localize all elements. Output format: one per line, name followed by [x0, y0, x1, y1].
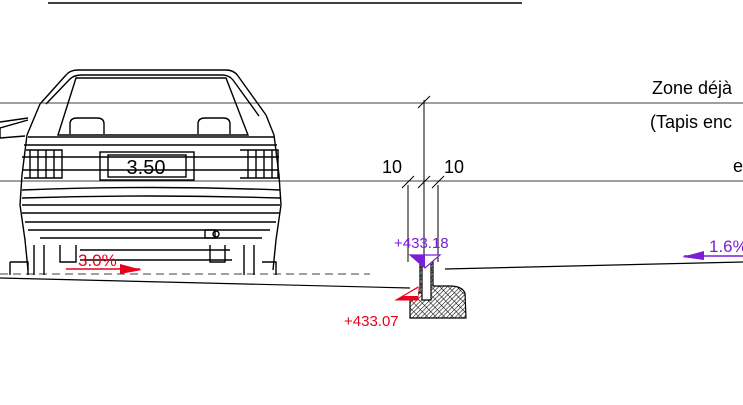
triangle-down-icon — [408, 254, 442, 269]
elevation-bottom-label: +433.07 — [344, 313, 399, 330]
license-plate-text: 3.50 — [127, 157, 166, 179]
car-rear-view-icon — [0, 69, 282, 275]
arrow-icon — [66, 264, 142, 274]
slope-left-label: 3.0% — [78, 251, 117, 270]
zone-label-line3: e — [733, 156, 743, 176]
dimension-right-label: 10 — [444, 157, 464, 177]
triangle-right-icon — [394, 286, 419, 301]
elevation-top-label: +433.18 — [394, 235, 449, 252]
zone-label-line1: Zone déjà — [652, 78, 733, 98]
slope-right-label: 1.6% — [709, 237, 743, 256]
road-surface-right — [444, 261, 743, 270]
dimension-left-label: 10 — [382, 157, 402, 177]
road-surface-left — [0, 277, 411, 289]
zone-label-line2: (Tapis enc — [650, 112, 732, 132]
dimension-lines — [401, 95, 445, 262]
curb-hatched-icon — [409, 261, 467, 319]
arrow-icon-right — [682, 251, 743, 260]
